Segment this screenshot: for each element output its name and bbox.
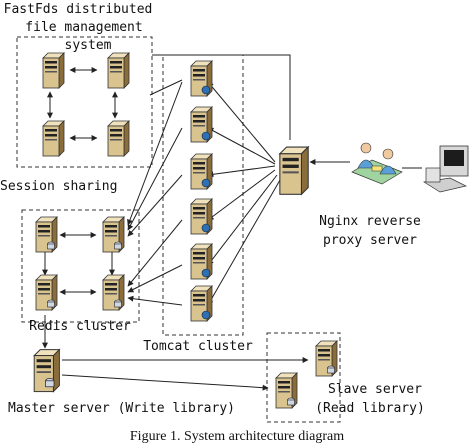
fastdfs-label-line2: file management [25, 20, 142, 35]
redis-server-icon [102, 274, 125, 311]
fastdfs-server-icon [42, 120, 65, 157]
tomcat-to-redis-link [127, 295, 183, 306]
slave-label-line1: Slave server [328, 382, 422, 397]
fastdfs-to-nginx-link [152, 54, 291, 140]
nginx-to-tomcat-link [207, 165, 276, 178]
session-sharing-label: Session sharing [0, 179, 117, 194]
fastdfs-server-icon [107, 120, 130, 157]
slave-server-icon [315, 340, 338, 377]
nginx-to-tomcat-link [207, 169, 276, 221]
master-server-label: Master server (Write library) [8, 401, 235, 416]
fastdfs-to-tomcat-link [149, 79, 183, 96]
tomcat-server-icon [190, 106, 213, 143]
nginx-to-tomcat-link [207, 127, 276, 165]
fastdfs-group-box [16, 36, 153, 168]
fastdfs-server-icon [42, 52, 65, 89]
master-to-slave-link [61, 374, 269, 391]
fastdfs-label-line1: FastFds distributed [4, 2, 153, 17]
slave-label-line2: (Read library) [315, 401, 425, 416]
redis-group-box [21, 209, 140, 323]
tomcat-server-icon [190, 60, 213, 97]
nginx-to-tomcat-link [207, 179, 281, 306]
figure-caption: Figure 1. System architecture diagram [130, 429, 344, 444]
tomcat-to-redis-link [127, 81, 183, 226]
nginx-server-icon [279, 146, 309, 195]
redis-cluster-label: Redis cluster [29, 319, 131, 334]
tomcat-to-redis-link [127, 127, 183, 231]
nginx-to-tomcat-link [207, 174, 278, 266]
master-server-icon [33, 349, 61, 393]
nginx-label-line2: proxy server [323, 233, 417, 248]
tomcat-server-icon [190, 153, 213, 190]
redis-server-icon [35, 216, 58, 253]
nginx-to-tomcat-link [207, 81, 276, 163]
tomcat-to-redis-link [127, 174, 183, 237]
fastdfs-label-line3: system [65, 38, 112, 53]
tomcat-to-redis-link [127, 219, 183, 287]
tomcat-to-redis-link [127, 264, 183, 293]
tomcat-group-box [162, 54, 244, 336]
tomcat-server-icon [190, 243, 213, 280]
tomcat-cluster-label: Tomcat cluster [143, 339, 253, 354]
users-icon [351, 142, 403, 185]
tomcat-server-icon [190, 198, 213, 235]
slave-server-icon [275, 372, 298, 409]
computer-workstation-icon [423, 145, 469, 193]
tomcat-server-icon [190, 285, 213, 322]
fastdfs-server-icon [107, 52, 130, 89]
redis-server-icon [102, 216, 125, 253]
slave-group-box [266, 332, 341, 423]
nginx-label-line1: Nginx reverse [319, 214, 421, 229]
redis-server-icon [35, 274, 58, 311]
